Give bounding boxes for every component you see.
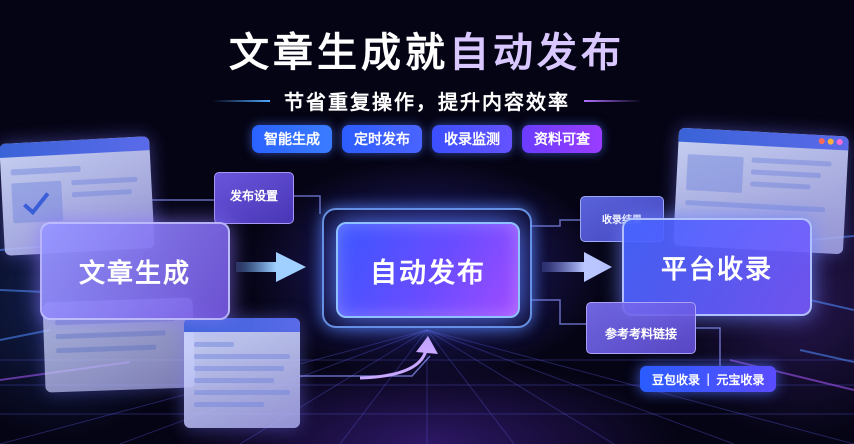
publish-settings-tag: 发布设置 (214, 172, 294, 224)
headline: 文章生成就自动发布 (0, 20, 854, 78)
subtitle: 节省重复操作，提升内容效率 (284, 90, 570, 114)
step-platform-indexing: 平台收录 (622, 218, 812, 316)
editor-window-illustration (0, 136, 155, 256)
feature-pill: 收录监测 (432, 125, 512, 153)
engine-separator: | (706, 372, 711, 386)
checkmark-icon (23, 192, 50, 216)
engine-label: 元宝收录 (716, 372, 765, 387)
feature-pills: 智能生成 定时发布 收录监测 资料可查 (0, 125, 854, 153)
feature-pill: 定时发布 (342, 125, 422, 153)
engine-label: 豆包收录 (652, 372, 701, 387)
curved-arrow-icon (359, 336, 438, 380)
subtitle-row: 节省重复操作，提升内容效率 (0, 86, 854, 115)
window-titlebar (184, 318, 300, 332)
arrow-icon (542, 252, 612, 282)
feature-pill: 资料可查 (522, 125, 602, 153)
reference-links-tag: 参考考料链接 (586, 302, 696, 354)
step-auto-publish: 自动发布 (336, 222, 520, 318)
settings-window-illustration (184, 318, 300, 428)
headline-part2: 自动发布 (449, 30, 625, 76)
subtitle-right-line (584, 99, 642, 102)
feature-pill: 智能生成 (252, 125, 332, 153)
subtitle-left-line (212, 99, 270, 102)
headline-part1: 文章生成就 (229, 30, 449, 76)
arrow-icon (236, 252, 306, 282)
step-article-generation: 文章生成 (40, 222, 230, 320)
center-glow-frame (322, 208, 532, 328)
engine-badge: 豆包收录 | 元宝收录 (640, 366, 777, 392)
